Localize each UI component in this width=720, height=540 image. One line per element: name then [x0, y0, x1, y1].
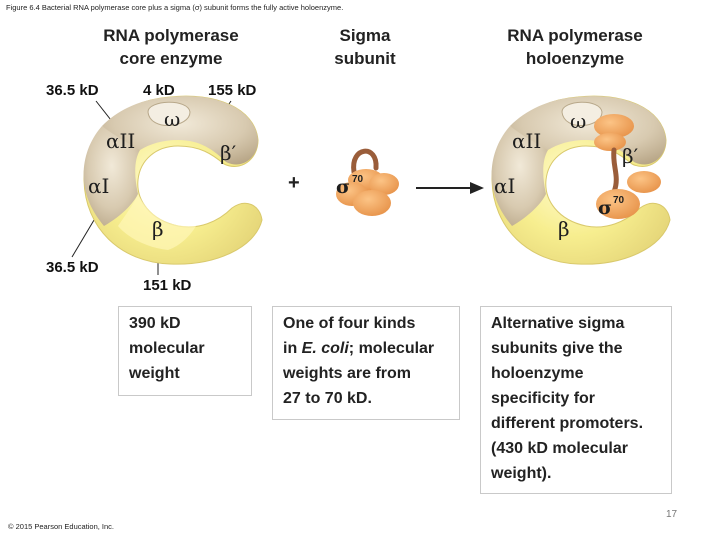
sigma-box-line2: in E. coli; molecular [283, 336, 449, 361]
holo-sigma-top-lobe [594, 114, 634, 138]
sigma-subunit-shape: σ 70 [336, 148, 399, 216]
sigma-box-line2-pre: in [283, 340, 302, 357]
sigma-lobe-right [369, 173, 399, 195]
core-box-line2: molecular [129, 340, 205, 357]
page-number: 17 [666, 509, 678, 520]
holo-tan-top [510, 96, 666, 165]
core-beta-prime-label: β′ [220, 141, 237, 165]
holo-box-line5: different promoters. [491, 415, 644, 432]
core-box-line3: weight [129, 365, 180, 382]
core-omega-lobe [147, 101, 191, 126]
holo-omega-lobe [561, 101, 603, 126]
core-tan-top [102, 96, 258, 165]
holo-beta-prime-label: β′ [622, 144, 639, 168]
alpha2-weight-label: 36.5 kD [46, 82, 99, 99]
holo-box-line2: subunits give the [491, 340, 623, 357]
holo-sigma-superscript: 70 [613, 195, 625, 206]
holo-sigma-loop [611, 147, 619, 195]
sigma-box-line1: One of four kinds [283, 315, 416, 332]
holo-alpha2-label: αII [512, 129, 541, 153]
arrow-head [470, 182, 484, 194]
holo-sigma-bottom-lobe [596, 189, 640, 219]
core-info-box: 390 kD molecular weight [118, 306, 252, 396]
holo-tan-left [491, 126, 548, 226]
holo-omega-label: ω [570, 109, 586, 133]
holo-box-line3: holoenzyme [491, 365, 584, 382]
holo-sigma-right-lobe [627, 171, 661, 193]
core-tan-left [83, 126, 140, 226]
sigma-superscript: 70 [352, 174, 364, 185]
beta-prime-weight-label: 155 kD [208, 82, 257, 99]
holo-heading-line1: RNA polymerase [507, 26, 643, 45]
sigma-subunit-heading: Sigma subunit [300, 24, 430, 70]
core-alpha2-label: αII [106, 129, 135, 153]
beta-weight-label: 151 kD [143, 277, 192, 294]
core-enzyme-shape: αII αI ω β′ β [83, 95, 263, 265]
core-heading-line2: core enzyme [119, 49, 223, 68]
holo-box-line6: (430 kD molecular [491, 440, 628, 457]
sigma-heading-line2: subunit [334, 49, 396, 68]
core-heading-line1: RNA polymerase [103, 26, 239, 45]
core-enzyme-heading: RNA polymerase core enzyme [70, 24, 272, 70]
core-beta-highlight [118, 194, 196, 250]
core-alpha1-label: αI [88, 174, 109, 198]
sigma-box-line2-post: ; molecular [348, 340, 435, 357]
holo-alpha1-label: αI [494, 174, 515, 198]
sigma-loop [351, 148, 379, 175]
holo-box-line4: specificity for [491, 390, 596, 407]
alpha1-weight-label: 36.5 kD [46, 259, 99, 276]
holo-box-line7: weight). [491, 465, 552, 482]
holo-sigma-label: σ [598, 197, 612, 219]
ecoli-species-name: E. coli [301, 340, 349, 357]
sigma-info-box: One of four kinds in E. coli; molecular … [272, 306, 460, 420]
figure-caption: Figure 6.4 Bacterial RNA polymerase core… [6, 3, 344, 12]
holo-heading-line2: holoenzyme [525, 49, 625, 68]
holo-info-box: Alternative sigma subunits give the holo… [480, 306, 672, 494]
core-omega-label: ω [164, 107, 180, 131]
core-box-line1: 390 kD [129, 315, 181, 332]
copyright-footer: © 2015 Pearson Education, Inc. [8, 522, 115, 531]
holo-beta-label: β [558, 217, 570, 241]
core-beta-label: β [152, 217, 164, 241]
sigma-box-line4: 27 to 70 kD. [283, 390, 372, 407]
omega-weight-label: 4 kD [143, 82, 175, 99]
sigma-label: σ [336, 176, 350, 198]
reaction-arrow [416, 182, 484, 194]
plus-sign: + [288, 172, 300, 194]
holoenzyme-heading: RNA polymerase holoenzyme [474, 24, 676, 70]
holoenzyme-shape: αII αI ω β′ β σ 70 [491, 95, 671, 265]
holo-box-line1: Alternative sigma [491, 315, 625, 332]
holo-sigma-mid-lobe [594, 133, 626, 151]
sigma-heading-line1: Sigma [339, 26, 391, 45]
sigma-lobe-bottom [353, 190, 391, 216]
sigma-box-line3: weights are from [283, 365, 412, 382]
